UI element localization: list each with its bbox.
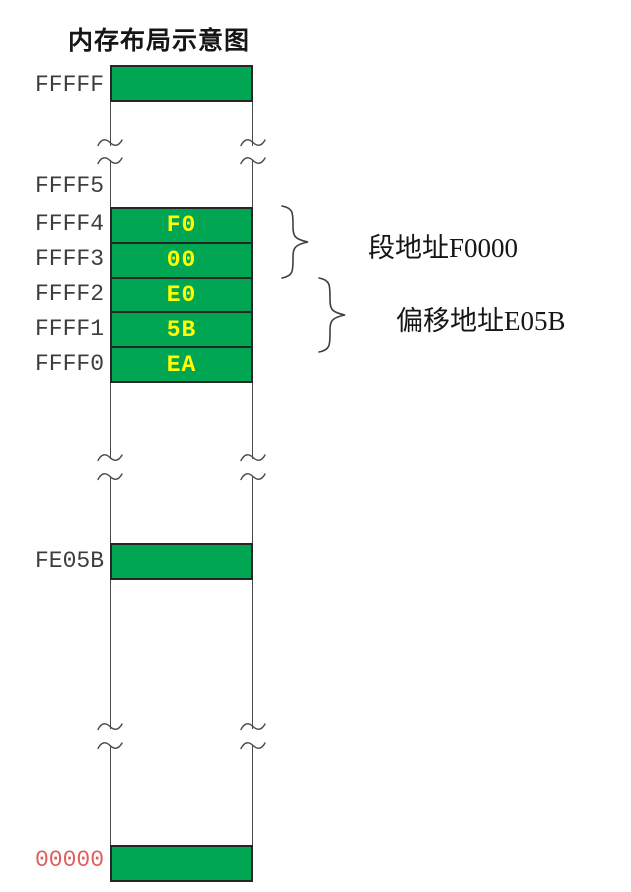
cell-value: F0 bbox=[166, 212, 197, 239]
memory-block-bottom bbox=[110, 845, 253, 882]
address-label-ffff2: FFFF2 bbox=[34, 281, 104, 307]
column-shaft-segment bbox=[110, 160, 253, 207]
diagram-title: 内存布局示意图 bbox=[68, 28, 251, 55]
memory-block-top bbox=[110, 65, 253, 102]
byte-cell-ffff1: 5B bbox=[112, 313, 251, 349]
address-label-ffff1: FFFF1 bbox=[34, 316, 104, 342]
offset-brace-icon bbox=[318, 277, 346, 353]
break-squiggle-icon bbox=[240, 139, 266, 147]
column-shaft-segment bbox=[110, 477, 253, 543]
column-shaft-segment bbox=[110, 745, 253, 845]
break-squiggle-icon bbox=[97, 473, 123, 481]
address-label-fe05b: FE05B bbox=[34, 548, 104, 574]
break-squiggle-icon bbox=[240, 473, 266, 481]
address-label-ffff4: FFFF4 bbox=[34, 211, 104, 237]
byte-cell-ffff0: EA bbox=[112, 348, 251, 381]
cell-value: 5B bbox=[166, 316, 197, 343]
byte-cell-ffff3: 00 bbox=[112, 244, 251, 279]
break-squiggle-icon bbox=[240, 454, 266, 462]
break-squiggle-icon bbox=[97, 454, 123, 462]
column-shaft-segment bbox=[110, 580, 253, 729]
column-shaft-segment bbox=[110, 102, 253, 146]
break-squiggle-icon bbox=[97, 742, 123, 750]
byte-cell-group: F0 00 E0 5B EA bbox=[110, 207, 253, 383]
cell-value: EA bbox=[166, 351, 197, 378]
address-label-00000: 00000 bbox=[34, 847, 104, 873]
byte-cell-ffff2: E0 bbox=[112, 279, 251, 314]
break-squiggle-icon bbox=[240, 723, 266, 731]
segment-address-caption: 段地址F0000 bbox=[368, 233, 519, 263]
memory-block-fe05b bbox=[110, 543, 253, 580]
column-shaft-segment bbox=[110, 383, 253, 459]
offset-address-caption: 偏移地址E05B bbox=[396, 306, 566, 336]
break-squiggle-icon bbox=[240, 742, 266, 750]
address-label-ffff3: FFFF3 bbox=[34, 246, 104, 272]
break-squiggle-icon bbox=[97, 139, 123, 147]
break-squiggle-icon bbox=[97, 723, 123, 731]
address-label-ffff0: FFFF0 bbox=[34, 351, 104, 377]
cell-value: 00 bbox=[166, 247, 197, 274]
byte-cell-ffff4: F0 bbox=[112, 209, 251, 244]
address-label-fffff: FFFFF bbox=[34, 72, 104, 98]
address-label-ffff5: FFFF5 bbox=[34, 173, 104, 199]
cell-value: E0 bbox=[166, 281, 197, 308]
break-squiggle-icon bbox=[240, 157, 266, 165]
segment-brace-icon bbox=[281, 205, 309, 279]
break-squiggle-icon bbox=[97, 157, 123, 165]
